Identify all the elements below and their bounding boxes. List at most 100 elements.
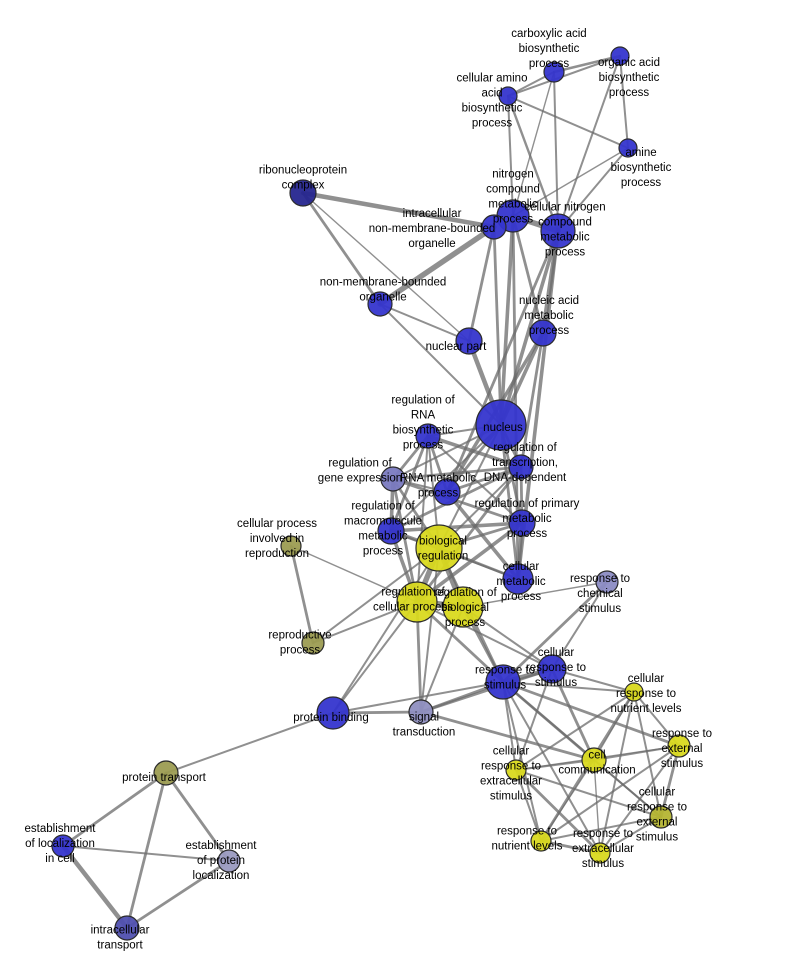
nodes-layer <box>51 46 691 941</box>
graph-edge-ncm-nucleus <box>499 214 515 427</box>
graph-edge-amine-ncm <box>512 147 629 217</box>
graph-edge-rnp-inmbo <box>300 190 497 230</box>
graph-node-cc[interactable] <box>581 747 607 773</box>
graph-node-cpir[interactable] <box>280 535 302 557</box>
graph-node-rcp[interactable] <box>396 581 438 623</box>
graph-node-pb[interactable] <box>316 696 350 730</box>
graph-node-rnl[interactable] <box>530 830 552 852</box>
graph-edge-crnl-rext <box>633 691 680 747</box>
graph-node-rrb[interactable] <box>415 423 441 449</box>
graph-edge-rcp-pb <box>332 601 418 714</box>
graph-node-carb[interactable] <box>543 61 565 83</box>
graph-node-rnam[interactable] <box>433 478 461 506</box>
graph-edge-pt-it <box>125 771 168 930</box>
graph-edge-crnl-cres <box>515 691 635 771</box>
graph-node-caab[interactable] <box>498 86 518 106</box>
graph-edge-crs-cc <box>550 667 596 762</box>
graph-node-pt[interactable] <box>153 760 179 786</box>
graph-node-it[interactable] <box>114 915 140 941</box>
graph-edge-caab-ncm <box>507 95 514 217</box>
graph-node-elc[interactable] <box>51 834 75 858</box>
graph-edge-rs-pb <box>332 681 504 714</box>
graph-edge-crnl-cc <box>593 691 635 761</box>
graph-node-rpm[interactable] <box>508 509 536 537</box>
graph-node-res[interactable] <box>589 842 611 864</box>
graph-edge-rext-crext <box>659 744 681 819</box>
graph-edge-rcp-crs <box>416 601 553 670</box>
graph-edge-bioreg-repro <box>312 547 440 644</box>
graph-edge-caab-cncm <box>506 94 560 233</box>
graph-edge-rrb-rtd <box>426 434 523 469</box>
graph-edge-rbp-rchem <box>462 581 608 608</box>
graph-edge-cpir-repro <box>289 544 315 645</box>
graph-node-crext[interactable] <box>649 805 673 829</box>
graph-edge-cres-res <box>514 768 602 855</box>
graph-edge-nmbo-npart <box>379 303 470 342</box>
graph-edge-rchem-rs <box>501 580 609 684</box>
graph-edge-cres-crext <box>515 769 662 818</box>
graph-edge-crext-res <box>599 816 662 854</box>
graph-node-cres[interactable] <box>505 759 527 781</box>
graph-edge-oab-cncm <box>557 55 621 232</box>
graph-node-rge[interactable] <box>380 466 406 492</box>
graph-node-repro[interactable] <box>301 631 325 655</box>
graph-node-crnl[interactable] <box>624 682 644 702</box>
graph-edge-cncm-nucleus <box>499 229 560 427</box>
graph-node-nam[interactable] <box>529 319 557 347</box>
graph-node-cmp[interactable] <box>502 563 534 595</box>
graph-edge-cres-rnl <box>515 769 542 842</box>
graph-edge-bioreg-pb <box>332 547 440 714</box>
graph-edge-rge-rpm <box>391 477 524 525</box>
graph-edge-cc-res <box>593 759 601 854</box>
graph-node-crs[interactable] <box>537 654 567 684</box>
graph-edge-rs-res <box>502 681 601 854</box>
graph-edge-cc-st <box>419 710 596 762</box>
graph-edge-elc-epl <box>62 845 230 862</box>
graph-edge-rnp-npart <box>302 192 470 342</box>
graph-edge-rrb-rpm <box>427 435 523 524</box>
graph-edge-rtd-rge <box>391 465 523 481</box>
graph-edge-inmbo-nmbo <box>377 224 497 307</box>
graph-node-rext[interactable] <box>667 734 691 758</box>
graph-edge-rge-rcp <box>391 477 419 604</box>
graph-edge-nam-rtd <box>519 331 545 469</box>
graph-edge-rpm-rmm <box>389 521 524 533</box>
graph-edge-inmbo-nucleus <box>492 225 503 427</box>
graph-edge-ncm-nam <box>511 214 545 335</box>
graph-node-oab[interactable] <box>610 46 630 66</box>
graph-edge-carb-oab <box>552 54 622 74</box>
graph-edge-rnp-nmbo <box>301 191 382 306</box>
graph-node-nucleus[interactable] <box>475 399 527 451</box>
graph-node-cncm[interactable] <box>540 213 576 249</box>
graph-node-nmbo[interactable] <box>367 291 393 317</box>
graph-node-bioreg[interactable] <box>415 524 463 572</box>
graph-node-amine[interactable] <box>618 138 638 158</box>
graph-node-npart[interactable] <box>455 327 483 355</box>
graph-edge-nucleus-cmp <box>499 423 520 581</box>
graph-edge-epl-it <box>125 859 231 930</box>
graph-edge-cc-crext <box>593 759 662 818</box>
graph-node-epl[interactable] <box>217 849 241 873</box>
graph-edge-pt-epl <box>164 771 231 863</box>
graph-node-rmm[interactable] <box>377 517 405 545</box>
graph-edge-rcp-cpir <box>290 545 418 603</box>
graph-node-rs[interactable] <box>485 664 521 700</box>
graph-edge-crext-rnl <box>540 816 662 842</box>
graph-edge-rs-rext <box>501 680 681 748</box>
graph-edge-crnl-crext <box>633 691 662 818</box>
graph-edge-elc-it <box>60 843 130 931</box>
graph-edge-cres-cc <box>515 759 595 771</box>
graph-node-rtd[interactable] <box>508 454 534 480</box>
graph-edge-rchem-crs <box>551 581 608 670</box>
graph-edge-carb-cncm <box>553 71 559 232</box>
graph-edge-carb-ncm <box>512 71 555 217</box>
graph-node-inmbo[interactable] <box>481 214 507 240</box>
graph-node-st[interactable] <box>408 699 434 725</box>
graph-node-rchem[interactable] <box>595 570 619 594</box>
graph-node-rbp[interactable] <box>442 586 484 628</box>
graph-edge-caab-oab <box>507 55 621 97</box>
graph-node-rnp[interactable] <box>289 179 317 207</box>
